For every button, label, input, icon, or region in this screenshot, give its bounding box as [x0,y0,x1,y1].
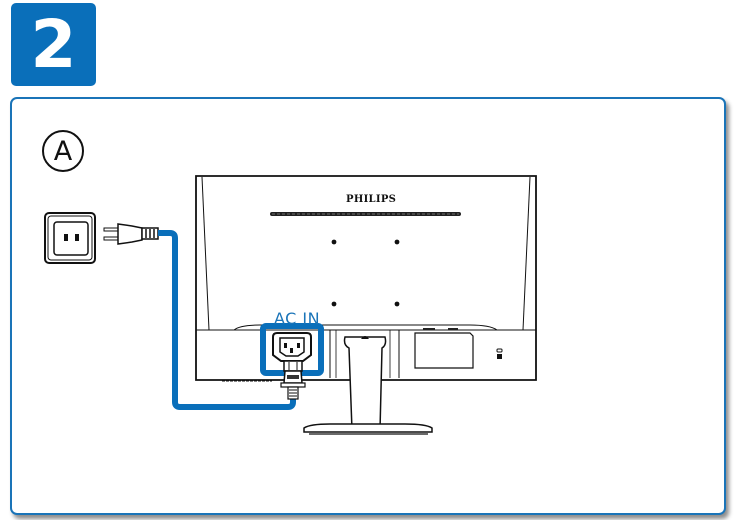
kensington-lock-icon [496,348,503,359]
ac-in-socket-icon [272,332,312,362]
callout-letter-text: A [53,135,73,167]
power-plug-icon [103,223,159,245]
ac-in-label: AC IN [274,309,321,328]
monitor-brand-logo: PHILIPS [346,194,397,205]
step-number-badge: 2 [11,3,96,86]
monitor-stand [303,336,433,435]
power-cable [158,230,296,410]
step-number: 2 [30,5,77,83]
ac-power-connector [280,360,306,400]
callout-letter-a: A [42,130,84,172]
wall-outlet-icon [44,212,96,264]
